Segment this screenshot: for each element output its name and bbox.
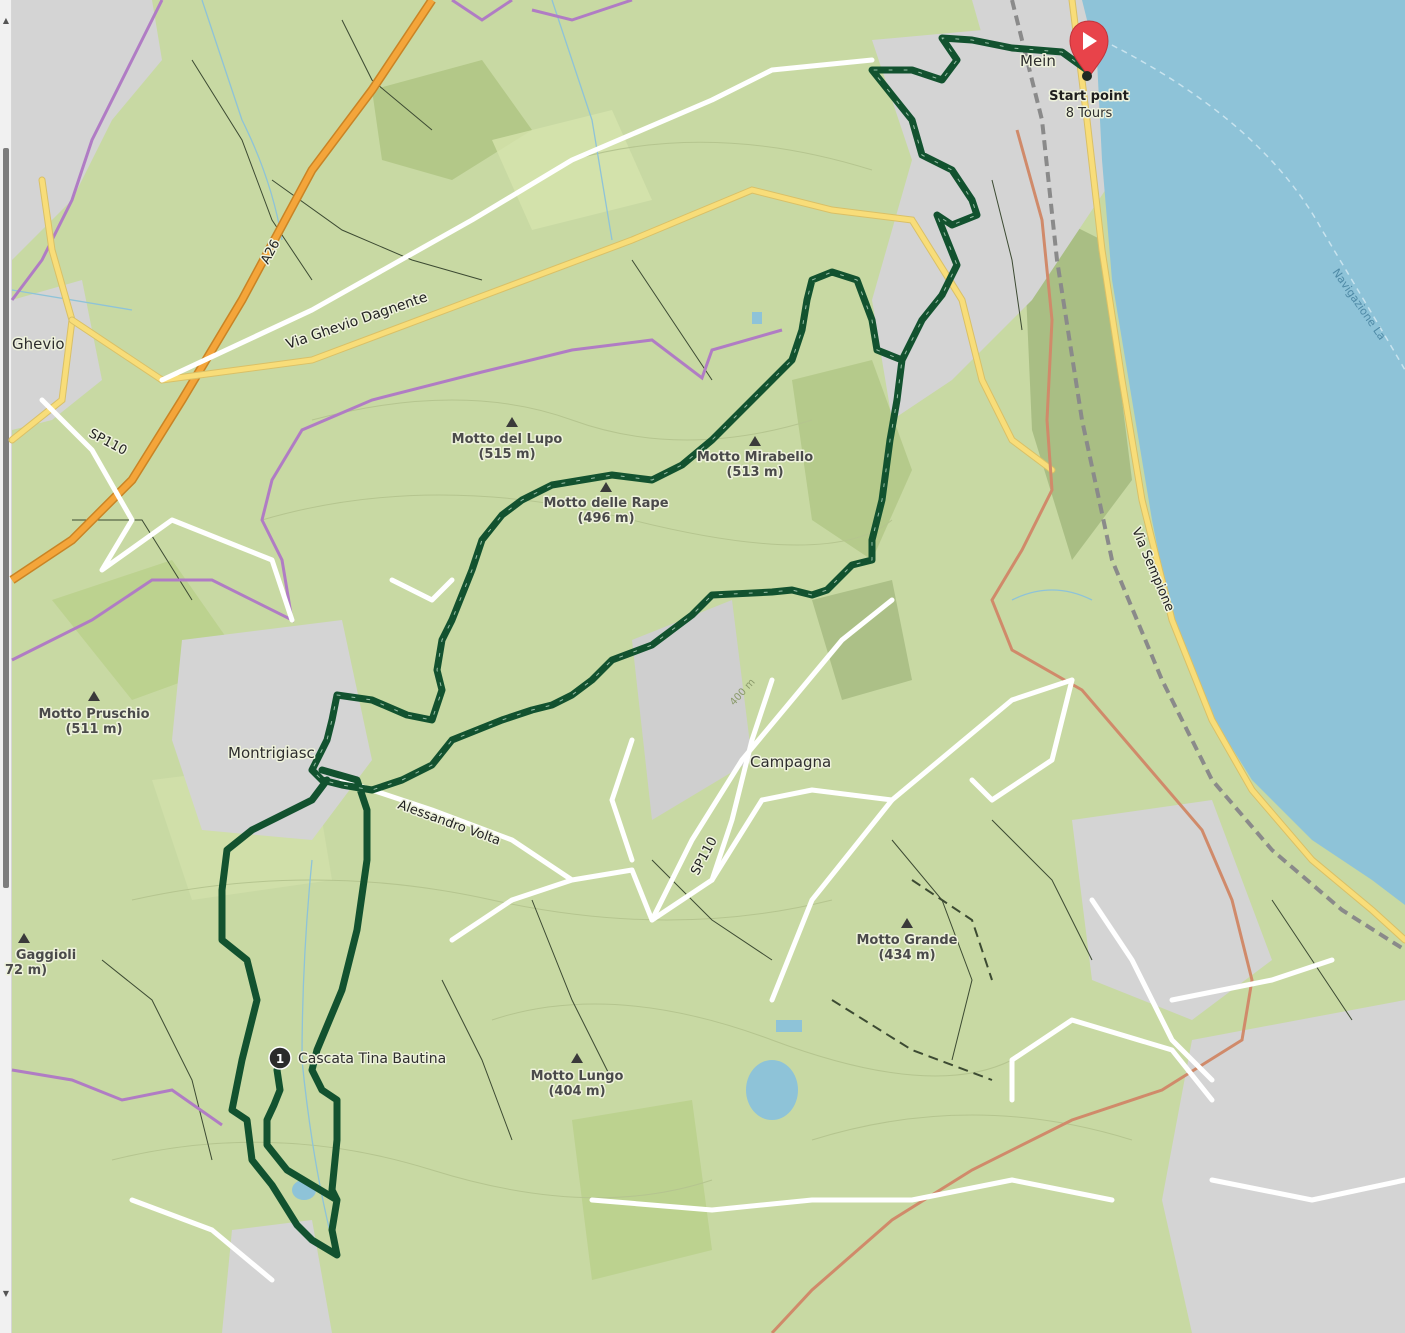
peak-name-motto-mirabello: Motto Mirabello (697, 450, 813, 465)
peak-elevation-motto-del-lupo: (515 m) (478, 447, 535, 462)
place-campagna: Campagna (750, 753, 831, 771)
peak-elevation-motto-lungo: (404 m) (548, 1084, 605, 1099)
peak-triangle-icon (749, 436, 761, 446)
peak-elevation-motto-pruschio: (511 m) (65, 722, 122, 737)
peak-triangle-icon (88, 691, 100, 701)
start-point-marker[interactable] (1069, 20, 1109, 81)
peak-triangle-icon (506, 417, 518, 427)
cycle-route (770, 129, 1254, 1333)
tour-route (218, 34, 1091, 1259)
scroll-down-arrow-icon[interactable]: ▼ (2, 1289, 10, 1298)
waypoint-name: Cascata Tina Bautina (298, 1051, 446, 1067)
ponds (292, 312, 802, 1200)
peak-triangle-icon (571, 1053, 583, 1063)
peak-elevation-motto-grande: (434 m) (878, 948, 935, 963)
place-montrigiasco: Montrigiasc (228, 744, 315, 762)
start-point-tours: 8 Tours (1066, 106, 1113, 121)
scroll-up-arrow-icon[interactable]: ▲ (2, 16, 10, 25)
peak-name-motto-del-lupo: Motto del Lupo (452, 432, 563, 447)
vertical-scrollbar[interactable]: ▲ ▼ (0, 0, 12, 1333)
peak-triangle-icon (600, 482, 612, 492)
built-up-areas (12, 0, 1405, 1333)
topographic-map[interactable]: Motto del Lupo (515 m) Motto Mirabello (… (3, 0, 1405, 1333)
navigation-line (1101, 39, 1405, 371)
place-meina: Mein (1020, 52, 1056, 70)
admin-boundary (10, 0, 783, 1127)
streams (11, 0, 1093, 1241)
peak-elevation-motto-mirabello: (513 m) (726, 465, 783, 480)
peak-elevation-motto-delle-rape: (496 m) (577, 511, 634, 526)
minor-roads (39, 57, 1405, 1283)
peak-triangle-icon (18, 933, 30, 943)
play-icon (1083, 32, 1097, 50)
peak-name-motto-delle-rape: Motto delle Rape (543, 496, 668, 511)
lake-maggiore (1082, 0, 1405, 905)
peak-name-motto-lungo: Motto Lungo (531, 1069, 624, 1084)
start-pin-icon[interactable] (1069, 20, 1109, 78)
peak-name-gaggioli: Gaggioli (16, 948, 76, 963)
peak-elevation-gaggioli: 72 m) (5, 963, 47, 978)
main-roads (8, 0, 1405, 944)
place-labels: Ghevio Montrigiasc Campagna Mein (11, 51, 1058, 773)
waypoint-number: 1 (276, 1052, 284, 1066)
contour-lines (111, 141, 1133, 1199)
scroll-thumb[interactable] (3, 148, 9, 888)
peak-labels: Motto del Lupo (515 m) Motto Mirabello (… (3, 431, 959, 1101)
start-point-title: Start point (1049, 89, 1129, 104)
place-ghevio: Ghevio (12, 335, 65, 353)
peak-name-motto-grande: Motto Grande (857, 933, 958, 948)
waypoint-marker[interactable]: 1 (268, 1046, 292, 1070)
peak-name-motto-pruschio: Motto Pruschio (38, 707, 149, 722)
paths-and-tracks (72, 19, 1353, 1161)
railway (1010, 0, 1405, 952)
peak-triangle-icon (901, 918, 913, 928)
peak-markers (18, 417, 913, 1063)
